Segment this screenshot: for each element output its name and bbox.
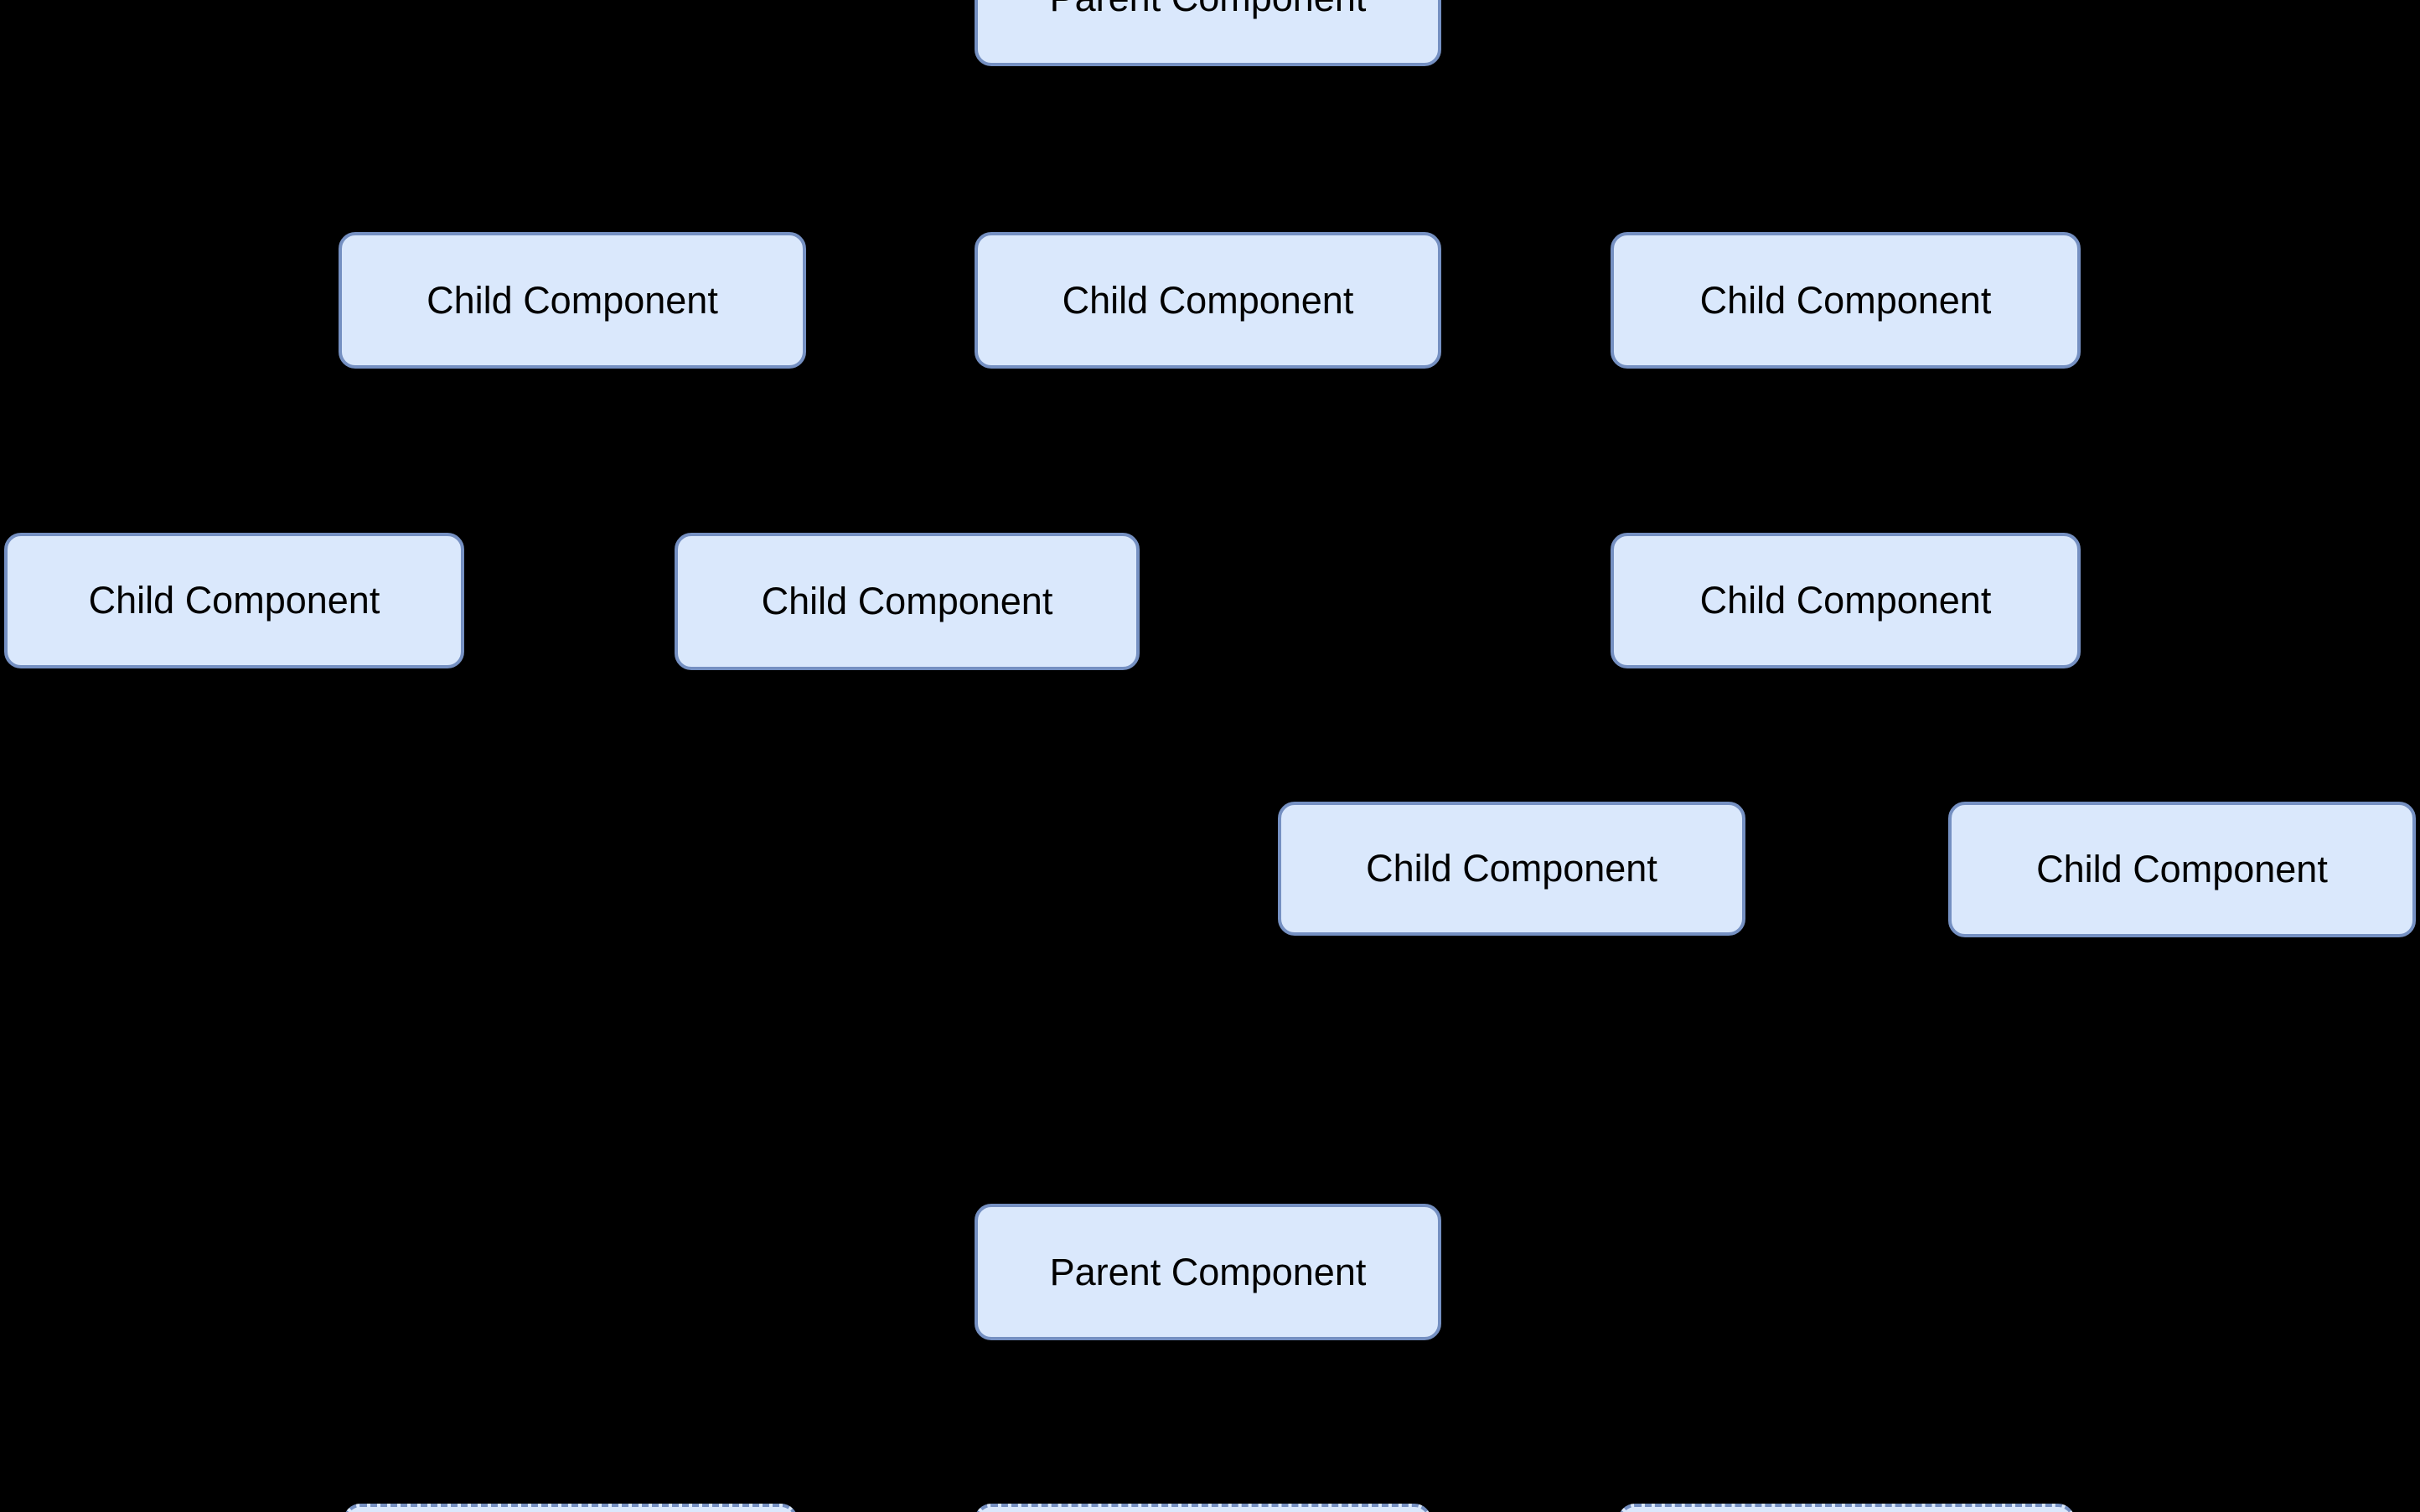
node-child-component-row2-1[interactable]: Child Component: [4, 533, 464, 668]
node-label: Parent Component: [1050, 0, 1367, 21]
node-child-clipped-3[interactable]: [1618, 1504, 2075, 1512]
node-label: Child Component: [1699, 579, 1992, 622]
node-label: Child Component: [1699, 278, 1992, 322]
node-label: Child Component: [1366, 847, 1657, 890]
node-parent-component-top[interactable]: Parent Component: [975, 0, 1441, 66]
node-child-component-row1-2[interactable]: Child Component: [975, 232, 1441, 369]
node-label: Child Component: [1062, 278, 1354, 322]
node-label: Child Component: [427, 278, 718, 322]
node-child-component-row1-3[interactable]: Child Component: [1611, 232, 2081, 369]
node-child-component-row1-1[interactable]: Child Component: [339, 232, 806, 369]
node-parent-component-bottom[interactable]: Parent Component: [975, 1204, 1441, 1340]
node-label: Child Component: [761, 580, 1053, 622]
node-child-component-row3-2[interactable]: Child Component: [1948, 802, 2416, 937]
node-label: Child Component: [2036, 848, 2328, 890]
node-child-clipped-1[interactable]: [344, 1504, 798, 1512]
node-child-component-row2-2[interactable]: Child Component: [675, 533, 1140, 670]
node-label: Child Component: [88, 579, 380, 622]
node-child-clipped-2[interactable]: [975, 1504, 1431, 1512]
node-child-component-row3-1[interactable]: Child Component: [1278, 802, 1745, 936]
node-label: Parent Component: [1049, 1250, 1367, 1293]
node-child-component-row2-3[interactable]: Child Component: [1611, 533, 2081, 668]
